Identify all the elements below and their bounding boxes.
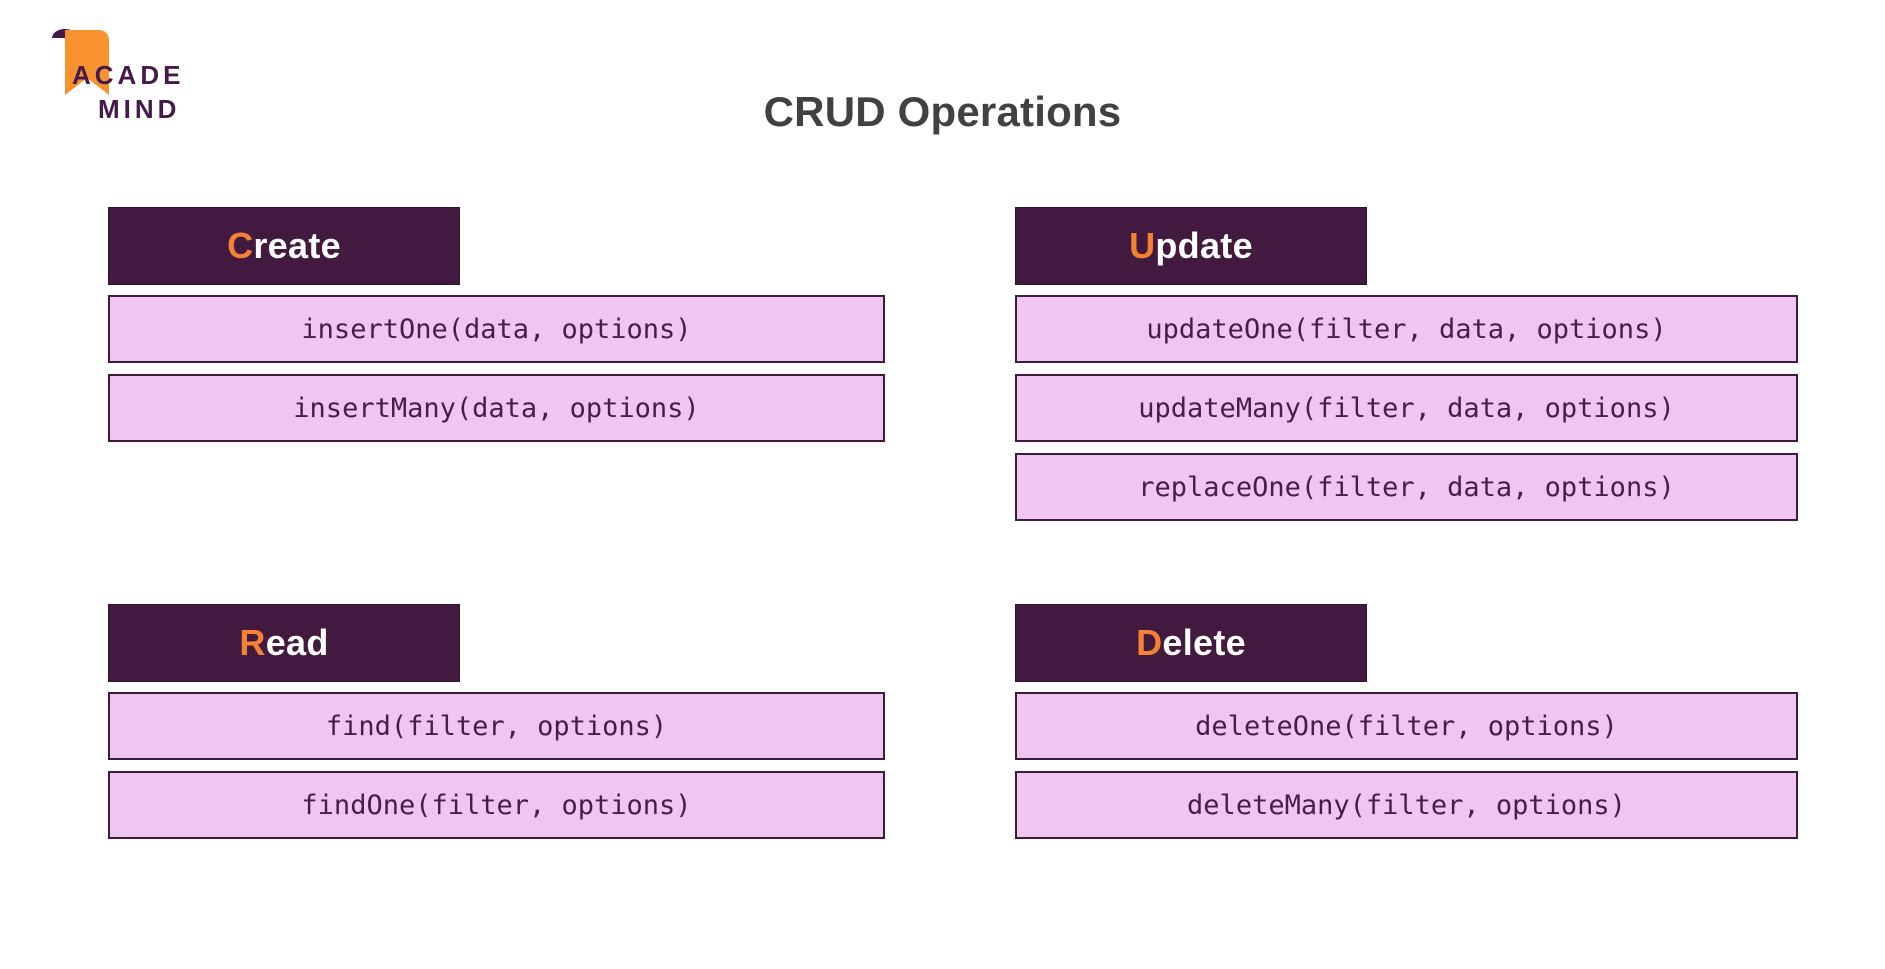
group-initial-read: R	[239, 622, 266, 663]
method-box[interactable]: find(filter, options)	[108, 692, 885, 760]
method-list-update: updateOne(filter, data, options) updateM…	[1015, 295, 1798, 521]
method-box[interactable]: updateMany(filter, data, options)	[1015, 374, 1798, 442]
academind-logo-mark: ACADE MIND	[52, 29, 184, 124]
method-box[interactable]: deleteMany(filter, options)	[1015, 771, 1798, 839]
group-label-rest-delete: elete	[1162, 622, 1246, 663]
method-box[interactable]: replaceOne(filter, data, options)	[1015, 453, 1798, 521]
method-list-read: find(filter, options) findOne(filter, op…	[108, 692, 885, 839]
method-box[interactable]: insertOne(data, options)	[108, 295, 885, 363]
method-box[interactable]: deleteOne(filter, options)	[1015, 692, 1798, 760]
method-list-delete: deleteOne(filter, options) deleteMany(fi…	[1015, 692, 1798, 839]
method-box[interactable]: updateOne(filter, data, options)	[1015, 295, 1798, 363]
group-label-rest-create: reate	[253, 225, 341, 266]
method-box[interactable]: insertMany(data, options)	[108, 374, 885, 442]
method-box[interactable]: findOne(filter, options)	[108, 771, 885, 839]
group-label-rest-update: pdate	[1155, 225, 1253, 266]
group-initial-create: C	[227, 225, 254, 266]
group-initial-update: U	[1129, 225, 1156, 266]
page-title: CRUD Operations	[763, 88, 1122, 135]
logo-text-line2: MIND	[98, 94, 180, 124]
group-label-rest-read: ead	[265, 622, 329, 663]
logo-text-line1: ACADE	[72, 60, 184, 90]
group-initial-delete: D	[1136, 622, 1163, 663]
method-list-create: insertOne(data, options) insertMany(data…	[108, 295, 885, 442]
academind-logo: ACADE MIND	[30, 12, 270, 132]
